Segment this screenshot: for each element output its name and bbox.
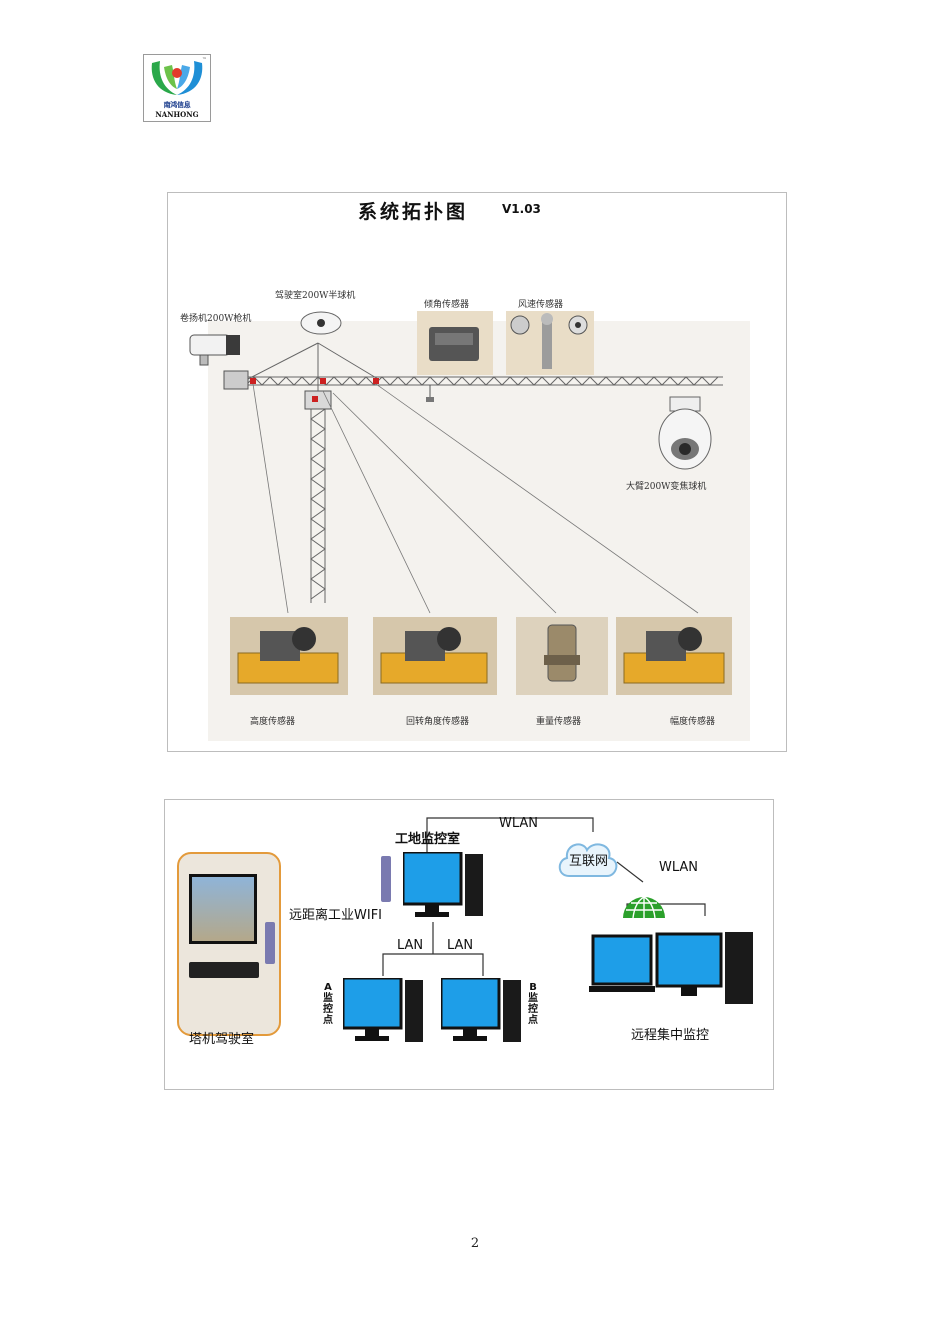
- sensor-wiring: [253, 384, 698, 613]
- crane-cab-panel: [177, 852, 281, 1036]
- company-logo: ™ 南鸿信息 NANHONG: [143, 54, 211, 122]
- site-room-label: 工地监控室: [395, 828, 460, 847]
- tilt-sensor-icon: [417, 311, 493, 375]
- height-sensor-label: 高度传感器: [250, 714, 295, 727]
- slew-angle-sensor-icon: [373, 617, 497, 695]
- cab-monitor-icon: [189, 874, 257, 944]
- logo-chinese-text: 南鸿信息: [144, 100, 210, 110]
- point-b-computer-icon: [441, 978, 523, 1044]
- amplitude-sensor-label: 幅度传感器: [670, 714, 715, 727]
- slew-angle-sensor-label: 回转角度传感器: [406, 714, 469, 727]
- logo-mark-icon: [144, 55, 210, 101]
- cab-wifi-antenna-icon: [265, 922, 275, 964]
- crane-jib: [228, 377, 723, 385]
- hook: [426, 397, 434, 402]
- wind-sensor-label: 风速传感器: [518, 297, 563, 310]
- crane-mast: [311, 391, 325, 603]
- internet-label: 互联网: [569, 850, 608, 869]
- wlan-right-label: WLAN: [659, 860, 698, 875]
- sensor-markers: [250, 378, 379, 402]
- globe-icon: [621, 880, 667, 920]
- height-sensor-icon: [230, 617, 348, 695]
- wifi-label: 远距离工业WIFI: [289, 904, 382, 923]
- remote-monitoring-label: 远程集中监控: [631, 1024, 709, 1043]
- cab-camera-label: 驾驶室200W半球机: [275, 288, 355, 301]
- hoist-camera-label: 卷扬机200W枪机: [180, 311, 251, 324]
- logo-trademark: ™: [202, 57, 207, 63]
- site-wifi-antenna-icon: [381, 856, 391, 902]
- lan-right-label: LAN: [447, 938, 473, 953]
- weight-sensor-label: 重量传感器: [536, 714, 581, 727]
- point-a-computer-icon: [343, 978, 425, 1044]
- lan-left-label: LAN: [397, 938, 423, 953]
- page-number: 2: [0, 1236, 950, 1251]
- crane-cab-label: 塔机驾驶室: [189, 1028, 254, 1047]
- amplitude-sensor-icon: [616, 617, 732, 695]
- hoist-bullet-camera-icon: [186, 327, 244, 369]
- remote-computers-icon: [589, 932, 757, 1008]
- site-room-computer-icon: [403, 852, 485, 920]
- jib-camera-label: 大臂200W变焦球机: [626, 479, 706, 492]
- logo-english-text: NANHONG: [144, 110, 210, 119]
- point-b-label: B监控点: [527, 982, 539, 1026]
- cab-dome-camera-icon: [298, 305, 344, 337]
- nvr-device-icon: [189, 962, 259, 978]
- system-topology-figure: 系统拓扑图 V1.03: [167, 192, 787, 752]
- wlan-top-label: WLAN: [499, 816, 538, 831]
- wind-sensor-icon: [506, 311, 594, 375]
- network-diagram-figure: 塔机驾驶室 远距离工业WIFI 工地监控室 WLAN 互联网 WLAN: [164, 799, 774, 1090]
- tilt-sensor-label: 倾角传感器: [424, 297, 469, 310]
- jib-ptz-camera-icon: [656, 393, 714, 475]
- point-a-label: A监控点: [322, 982, 334, 1026]
- weight-sensor-icon: [516, 617, 608, 695]
- counterweight: [224, 371, 248, 389]
